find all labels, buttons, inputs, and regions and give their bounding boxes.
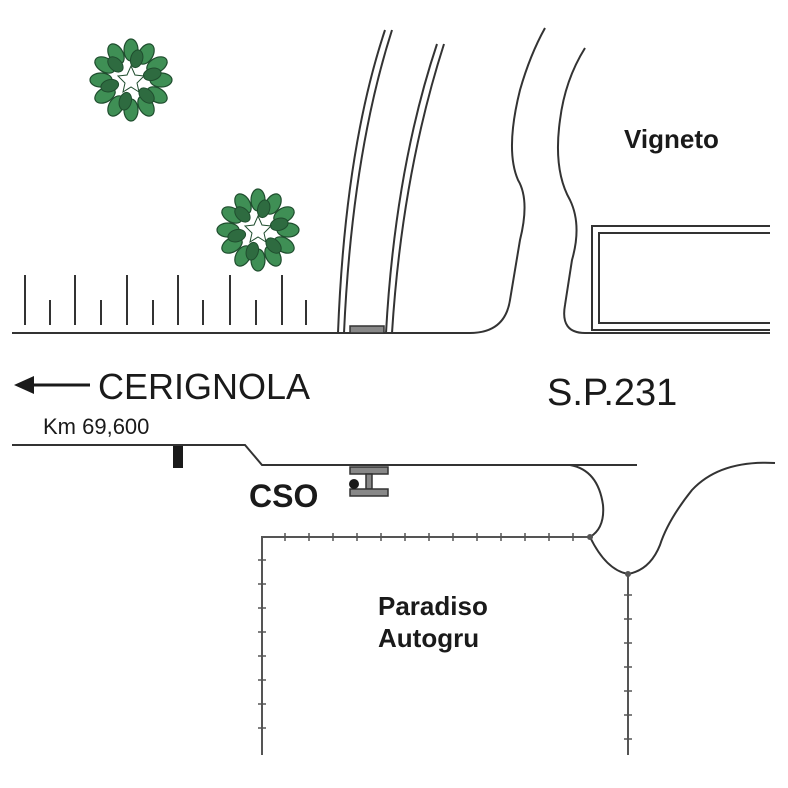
tree-icon [216, 188, 300, 272]
fence-node [587, 534, 593, 540]
fence-posts [258, 533, 632, 740]
arrow-left-icon [14, 376, 90, 394]
fence-node [625, 571, 631, 577]
cso-marker-icon [349, 466, 389, 497]
vineyard-building [591, 225, 770, 331]
lower-road-edge [12, 444, 776, 576]
company-name-line2: Autogru [378, 623, 480, 653]
road-name-label: S.P.231 [547, 372, 678, 414]
company-name-line1: Paradiso [378, 591, 488, 621]
kilometer-post-icon [173, 446, 183, 468]
property-fence [261, 536, 629, 755]
culvert-icon [349, 325, 385, 334]
railway-lines [337, 29, 445, 334]
vineyard-label: Vigneto [624, 124, 719, 154]
tree-icon [89, 38, 173, 122]
fence-ticks [24, 275, 307, 325]
upper-road-edge [12, 27, 770, 334]
cso-label: CSO [249, 478, 319, 514]
direction-label: CERIGNOLA [98, 366, 311, 407]
kilometer-label: Km 69,600 [43, 414, 150, 439]
company-label: Paradiso Autogru [378, 590, 488, 654]
